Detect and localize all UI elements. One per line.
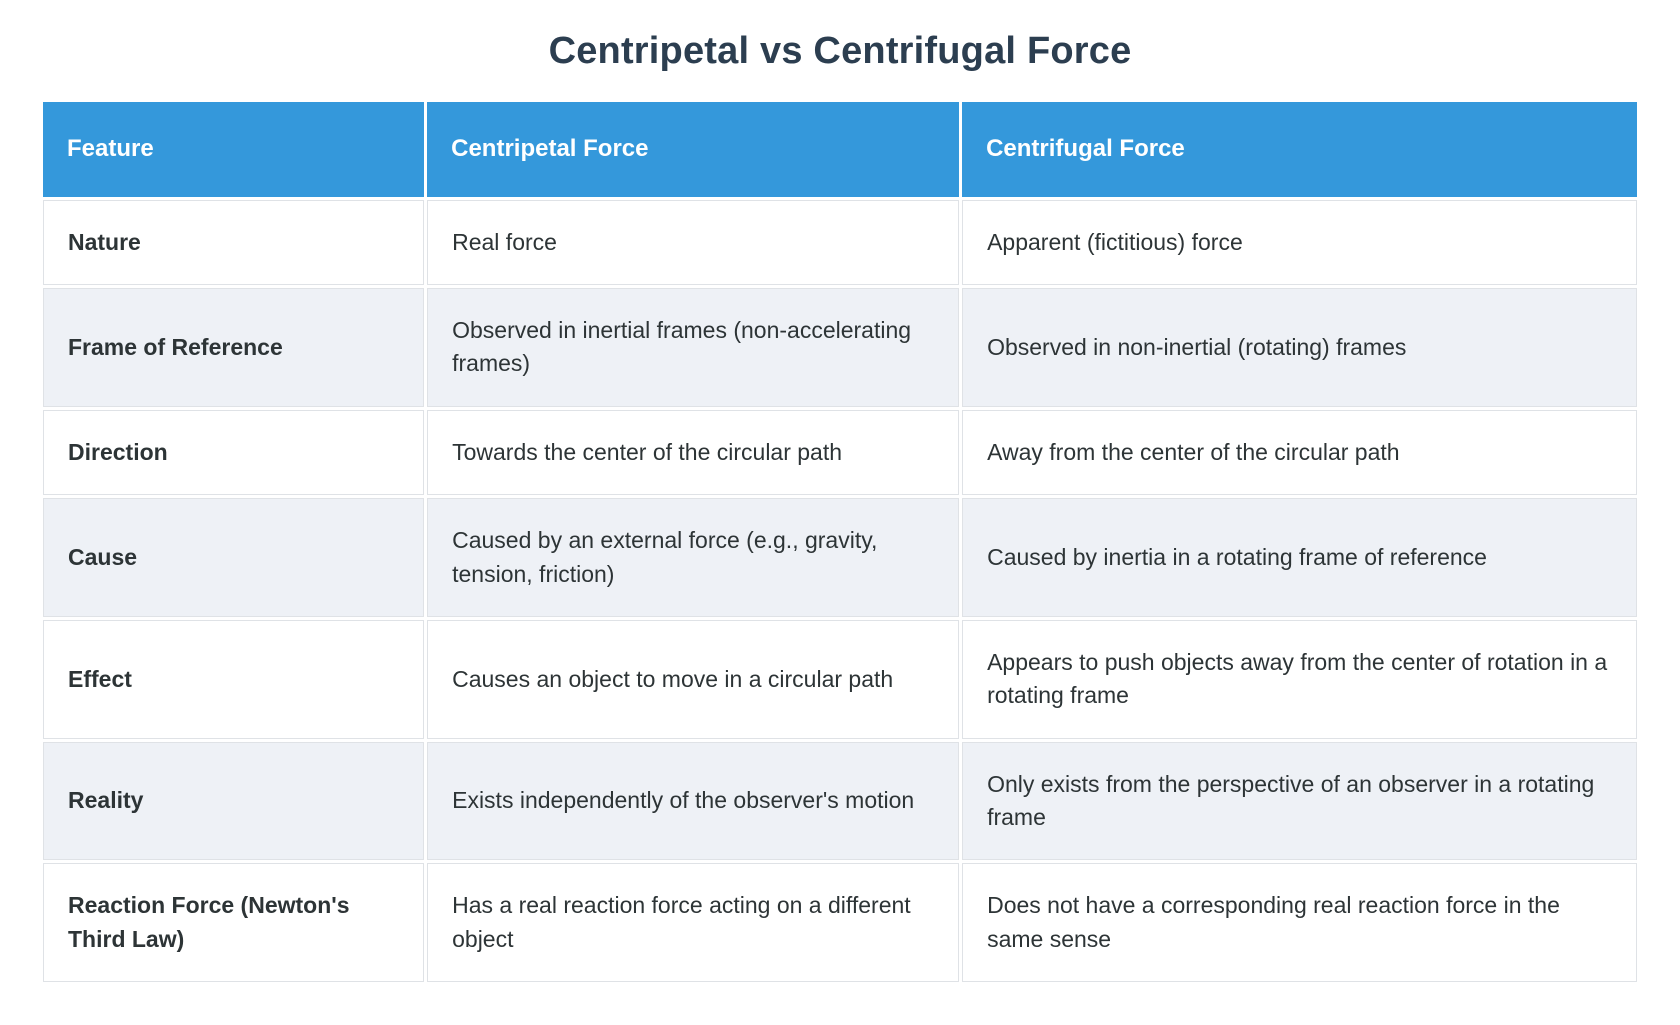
table-row-reality: Reality Exists independently of the obse… bbox=[43, 741, 1637, 861]
centripetal-cell: Exists independently of the observer's m… bbox=[427, 741, 960, 861]
page-title: Centripetal vs Centrifugal Force bbox=[548, 30, 1132, 72]
centrifugal-cell: Away from the center of the circular pat… bbox=[962, 409, 1637, 496]
centripetal-cell: Observed in inertial frames (non-acceler… bbox=[427, 288, 960, 407]
centripetal-cell: Caused by an external force (e.g., gravi… bbox=[427, 498, 960, 617]
table-row-effect: Effect Causes an object to move in a cir… bbox=[43, 619, 1637, 739]
column-header-centripetal: Centripetal Force bbox=[427, 102, 960, 197]
feature-cell: Direction bbox=[43, 409, 425, 496]
centripetal-cell: Real force bbox=[427, 199, 960, 286]
feature-cell: Reality bbox=[43, 741, 425, 861]
centrifugal-cell: Observed in non-inertial (rotating) fram… bbox=[962, 288, 1637, 407]
feature-cell: Effect bbox=[43, 619, 425, 739]
centrifugal-cell: Appears to push objects away from the ce… bbox=[962, 619, 1637, 739]
table-row-frame-of-reference: Frame of Reference Observed in inertial … bbox=[43, 288, 1637, 407]
feature-cell: Cause bbox=[43, 498, 425, 617]
table-row-reaction-force: Reaction Force (Newton's Third Law) Has … bbox=[43, 863, 1637, 982]
centrifugal-cell: Apparent (fictitious) force bbox=[962, 199, 1637, 286]
header-row: Feature Centripetal Force Centrifugal Fo… bbox=[43, 102, 1637, 197]
table-row-direction: Direction Towards the center of the circ… bbox=[43, 409, 1637, 496]
centrifugal-cell: Does not have a corresponding real react… bbox=[962, 863, 1637, 982]
comparison-table: Feature Centripetal Force Centrifugal Fo… bbox=[40, 99, 1640, 985]
column-header-feature: Feature bbox=[43, 102, 425, 197]
table-header: Feature Centripetal Force Centrifugal Fo… bbox=[43, 102, 1637, 197]
table-body: Nature Real force Apparent (fictitious) … bbox=[43, 199, 1637, 982]
feature-cell: Nature bbox=[43, 199, 425, 286]
centrifugal-cell: Only exists from the perspective of an o… bbox=[962, 741, 1637, 861]
centripetal-cell: Causes an object to move in a circular p… bbox=[427, 619, 960, 739]
centrifugal-cell: Caused by inertia in a rotating frame of… bbox=[962, 498, 1637, 617]
column-header-centrifugal: Centrifugal Force bbox=[962, 102, 1637, 197]
feature-cell: Frame of Reference bbox=[43, 288, 425, 407]
feature-cell: Reaction Force (Newton's Third Law) bbox=[43, 863, 425, 982]
table-row-cause: Cause Caused by an external force (e.g.,… bbox=[43, 498, 1637, 617]
centripetal-cell: Has a real reaction force acting on a di… bbox=[427, 863, 960, 982]
table-row-nature: Nature Real force Apparent (fictitious) … bbox=[43, 199, 1637, 286]
centripetal-cell: Towards the center of the circular path bbox=[427, 409, 960, 496]
